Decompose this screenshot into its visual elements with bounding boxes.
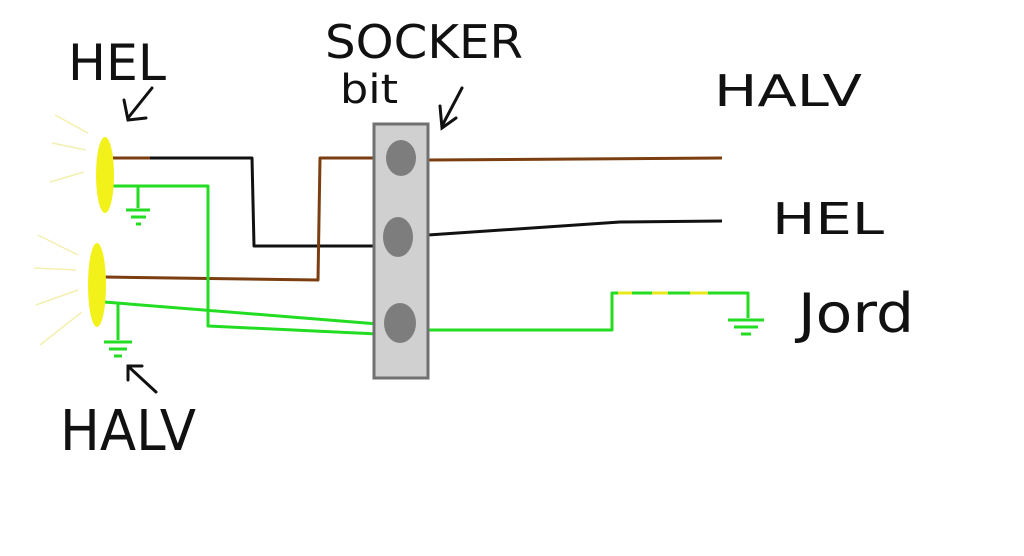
arrow-icon [122, 86, 154, 122]
ground-symbol-icon [126, 208, 150, 226]
ray [51, 142, 87, 151]
ray [35, 289, 79, 306]
arrow-icon [438, 86, 464, 131]
green-wire-top-ground [112, 184, 379, 336]
connector-outline [372, 122, 430, 380]
connector-pin-bottom [384, 303, 416, 343]
lamp-icon-top [96, 137, 114, 213]
label-socker: SOCKER [325, 15, 523, 69]
brown-wire-out [427, 156, 723, 162]
green-wire-lower-ground [103, 300, 379, 326]
ray [54, 114, 89, 134]
lamp-rays [33, 114, 89, 346]
ray [37, 234, 79, 256]
connector-pin-top [386, 140, 416, 176]
ray [39, 311, 83, 346]
label-jord: Jord [795, 282, 914, 345]
arrow-icon [126, 364, 158, 394]
ground-symbol-icon [728, 318, 764, 336]
brown-wire-halv [103, 156, 378, 282]
black-wire-hel [150, 156, 378, 248]
label-bit: bit [340, 67, 398, 113]
connector-pin-middle [383, 217, 413, 257]
label-hel-right: HEL [772, 194, 885, 245]
label-halv-left: HALV [60, 399, 196, 464]
ray [33, 267, 77, 271]
label-halv-right: HALV [714, 66, 862, 117]
black-wire-out [427, 219, 723, 237]
wires [103, 156, 750, 340]
label-hel-left: HEL [68, 34, 166, 92]
ray [49, 171, 85, 183]
lamp-icon-lower [88, 243, 106, 327]
green-wire-out [428, 291, 750, 332]
ground-symbol-icon [104, 340, 132, 358]
